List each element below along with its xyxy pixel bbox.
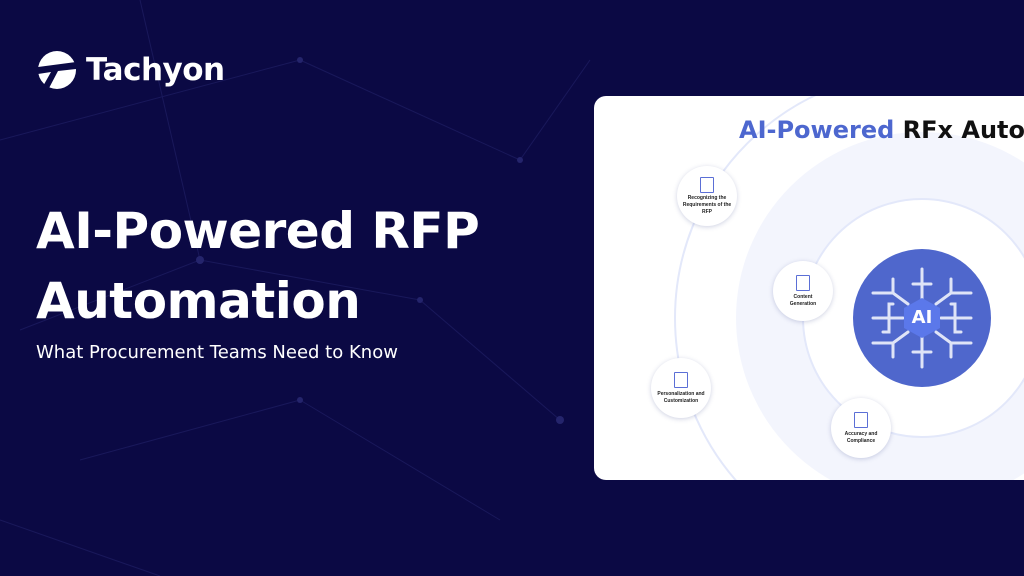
document-check-icon	[796, 274, 810, 291]
node-label: Accuracy and Compliance	[844, 430, 878, 444]
node-label: Recognizing the Requirements of the RFP	[682, 194, 732, 215]
node-content-generation: Content Generation	[773, 261, 833, 321]
document-check-icon	[700, 176, 714, 193]
brand-logo: Tachyon	[36, 50, 225, 90]
title-line-2: Automation	[36, 272, 361, 330]
subtitle: What Procurement Teams Need to Know	[36, 342, 398, 363]
document-check-icon	[854, 411, 868, 428]
infographic-card: AI-Powered RFx Autom AI Recognizing the …	[594, 96, 1024, 480]
document-check-icon	[674, 371, 688, 388]
circuit-icon	[871, 267, 973, 369]
node-accuracy-compliance: Accuracy and Compliance	[831, 398, 891, 458]
node-recognizing-requirements: Recognizing the Requirements of the RFP	[677, 166, 737, 226]
title-line-1: AI-Powered RFP	[36, 202, 480, 260]
brand-name: Tachyon	[86, 52, 225, 88]
outer-ring	[674, 96, 1024, 480]
ai-label: AI	[911, 307, 933, 328]
node-label: Personalization and Customization	[657, 390, 705, 404]
node-label: Content Generation	[789, 293, 817, 307]
title-highlight: AI-Powered	[739, 116, 895, 144]
node-personalization: Personalization and Customization	[651, 358, 711, 418]
title-rest: RFx Autom	[902, 116, 1024, 144]
ai-core: AI	[853, 249, 991, 387]
tachyon-logo-icon	[38, 51, 76, 90]
page-title: AI-Powered RFP Automation	[36, 196, 480, 336]
card-title: AI-Powered RFx Autom	[739, 116, 1024, 144]
